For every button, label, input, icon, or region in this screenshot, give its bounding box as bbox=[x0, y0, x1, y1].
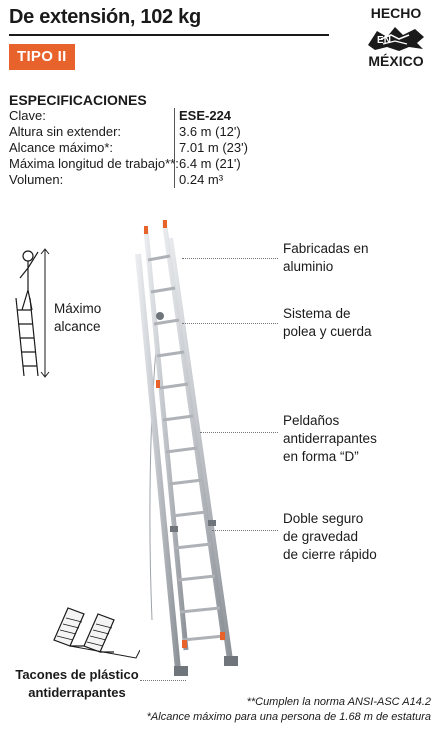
footnote-reach: *Alcance máximo para una persona de 1.68… bbox=[146, 711, 431, 723]
seal-line2: EN bbox=[377, 35, 391, 46]
leader-line bbox=[182, 323, 278, 324]
spec-value: 7.01 m (23') bbox=[179, 140, 248, 155]
spec-value: ESE-224 bbox=[179, 108, 232, 123]
feature-line3: en forma “D” bbox=[283, 449, 359, 464]
feature-line2: polea y cuerda bbox=[283, 324, 372, 339]
feature-callout: Peldaños antiderrapantes en forma “D” bbox=[283, 412, 377, 466]
feature-line1: Peldaños bbox=[283, 413, 340, 428]
spec-value: 6.4 m (21') bbox=[179, 156, 241, 171]
feature-line2: de gravedad bbox=[283, 529, 359, 544]
person-on-ladder-figure bbox=[15, 250, 39, 377]
leader-line bbox=[182, 258, 278, 259]
extension-ladder-illustration bbox=[135, 220, 238, 676]
specs-divider bbox=[174, 108, 175, 188]
spec-label: Clave: bbox=[9, 108, 46, 123]
feature-callout: Doble seguro de gravedad de cierre rápid… bbox=[283, 510, 377, 564]
feature-callout: Sistema de polea y cuerda bbox=[283, 305, 372, 341]
spec-value: 3.6 m (12') bbox=[179, 124, 241, 139]
spec-label: Alcance máximo*: bbox=[9, 140, 114, 155]
reach-arrow bbox=[40, 248, 50, 378]
feature-line1: Doble seguro bbox=[283, 511, 364, 526]
footnote-ansi: **Cumplen la norma ANSI-ASC A14.2 bbox=[246, 696, 431, 708]
feature-line1: Sistema de bbox=[283, 306, 351, 321]
feature-line1: Fabricadas en bbox=[283, 241, 369, 256]
feature-callout: Fabricadas en aluminio bbox=[283, 240, 369, 276]
feature-line2: antiderrapantes bbox=[283, 431, 377, 446]
seal-line1: HECHO bbox=[370, 5, 422, 21]
reach-label-line2: alcance bbox=[54, 319, 101, 334]
product-title: De extensión, 102 kg bbox=[9, 6, 201, 28]
spec-value: 0.24 m³ bbox=[179, 172, 224, 187]
feet-line1: Tacones de plástico bbox=[15, 667, 139, 682]
leader-line bbox=[212, 530, 278, 531]
feet-line2: antiderrapantes bbox=[28, 685, 126, 700]
leader-line bbox=[140, 680, 186, 681]
specs-heading: ESPECIFICACIONES bbox=[9, 92, 147, 108]
reach-label-line1: Máximo bbox=[54, 301, 102, 316]
leader-line bbox=[200, 432, 278, 433]
title-rule bbox=[9, 34, 329, 36]
ladder-feet-detail bbox=[53, 607, 140, 659]
reach-label: Máximo alcance bbox=[54, 300, 101, 336]
type-badge: TIPO II bbox=[9, 44, 75, 70]
spec-label: Máxima longitud de trabajo**: bbox=[9, 156, 179, 171]
made-in-mexico-seal: HECHO EN MÉXICO bbox=[360, 6, 432, 69]
seal-line3: MÉXICO bbox=[368, 53, 424, 69]
spec-label: Volumen: bbox=[9, 172, 64, 187]
feature-line3: de cierre rápido bbox=[283, 547, 377, 562]
spec-label: Altura sin extender: bbox=[9, 124, 122, 139]
eagle-icon bbox=[368, 27, 424, 51]
feature-line2: aluminio bbox=[283, 259, 334, 274]
feet-callout: Tacones de plástico antiderrapantes bbox=[12, 666, 142, 702]
